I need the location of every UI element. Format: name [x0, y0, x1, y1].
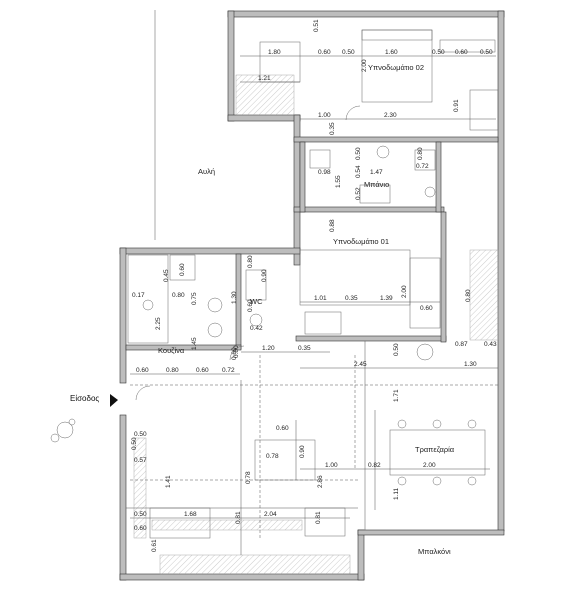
dim: 2.00	[401, 285, 408, 298]
room-kitchen: Κουζίνα	[158, 346, 185, 355]
dimensions: 1.80 0.60 0.50 1.60 0.50 0.60 0.50 1.21 …	[131, 19, 497, 552]
dim: 0.50	[480, 49, 493, 56]
dim: 2.30	[384, 112, 397, 119]
dim: 0.98	[318, 169, 331, 176]
room-courtyard: Αυλή	[198, 167, 215, 176]
dim: 0.60	[136, 367, 149, 374]
dim: 0.50	[131, 437, 138, 450]
dim: 0.61	[151, 539, 158, 552]
dim: 0.60	[179, 263, 186, 276]
dim: 0.60	[455, 49, 468, 56]
room-labels: Υπνοδωμάτιο 02 Μπάνιο Υπνοδωμάτιο 01 WC …	[70, 63, 455, 556]
dim: 2.25	[155, 317, 162, 330]
dim: 1.30	[464, 361, 477, 368]
dimension-ticks	[130, 55, 498, 519]
dim: 0.52	[355, 187, 362, 200]
dim: 0.81	[235, 511, 242, 524]
dim: 0.80	[247, 255, 254, 268]
dim: 1.21	[258, 75, 271, 82]
dim: 2.00	[361, 59, 368, 72]
dim: 0.60	[196, 367, 209, 374]
dim: 1.71	[393, 389, 400, 402]
room-wc: WC	[250, 297, 263, 306]
dim: 1.47	[370, 169, 383, 176]
dim: 0.90	[299, 445, 306, 458]
dim: 1.45	[191, 337, 198, 350]
room-bedroom2: Υπνοδωμάτιο 02	[368, 63, 424, 72]
dim: 0.60	[231, 347, 238, 360]
dim: 2.45	[354, 361, 367, 368]
dim: 0.80	[233, 345, 240, 358]
dim: 0.82	[368, 462, 381, 469]
dim: 0.88	[329, 219, 336, 232]
dim: 0.60	[420, 305, 433, 312]
dim: 2.04	[264, 511, 277, 518]
dim: 1.00	[318, 112, 331, 119]
dim: 0.35	[329, 122, 336, 135]
room-dining: Τραπεζαρία	[415, 445, 455, 454]
dim: 0.54	[355, 165, 362, 178]
dim: 0.72	[416, 163, 429, 170]
dim: 0.45	[163, 269, 170, 282]
dim: 0.80	[417, 147, 424, 160]
dim: 0.90	[261, 269, 268, 282]
room-bedroom1: Υπνοδωμάτιο 01	[333, 237, 389, 246]
dim: 0.50	[342, 49, 355, 56]
dim: 0.50	[432, 49, 445, 56]
dim: 1.80	[268, 49, 281, 56]
dim: 0.50	[134, 431, 147, 438]
dim: 0.60	[134, 525, 147, 532]
dim: 0.17	[132, 292, 145, 299]
dim: 2.00	[423, 462, 436, 469]
dim: 0.43	[484, 341, 497, 348]
dim: 0.60	[318, 49, 331, 56]
room-bathroom: Μπάνιο	[364, 180, 389, 189]
dim: 1.60	[385, 49, 398, 56]
dim: 0.81	[315, 511, 322, 524]
dim: 1.20	[262, 345, 275, 352]
dim: 0.80	[166, 367, 179, 374]
furniture	[50, 29, 499, 539]
room-balcony: Μπαλκόνι	[418, 547, 451, 556]
dim: 0.50	[393, 343, 400, 356]
dim: 0.75	[191, 292, 198, 305]
dim: 1.30	[231, 291, 238, 304]
dim: 0.78	[245, 471, 252, 484]
dim: 1.55	[335, 175, 342, 188]
dim: 0.80	[172, 292, 185, 299]
dim: 0.50	[134, 511, 147, 518]
room-entrance: Είσοδος	[70, 394, 99, 403]
dim: 0.87	[455, 341, 468, 348]
dim: 1.39	[380, 295, 393, 302]
dim: 0.42	[250, 325, 263, 332]
dim: 0.60	[247, 299, 254, 312]
dim: 0.60	[276, 425, 289, 432]
dim: 1.00	[325, 462, 338, 469]
dim: 0.51	[313, 19, 320, 32]
dim: 1.11	[393, 487, 400, 500]
dim: 1.41	[165, 475, 172, 488]
dim: 0.35	[298, 345, 311, 352]
dim: 0.78	[266, 453, 279, 460]
dim: 1.68	[184, 511, 197, 518]
dim: 0.91	[453, 99, 460, 112]
dim: 0.57	[134, 457, 147, 464]
dim: 0.35	[345, 295, 358, 302]
dim: 0.50	[355, 147, 362, 160]
dim: 1.01	[314, 295, 327, 302]
dim: 2.86	[317, 475, 324, 488]
dim: 0.80	[465, 289, 472, 302]
dim: 0.72	[222, 367, 235, 374]
